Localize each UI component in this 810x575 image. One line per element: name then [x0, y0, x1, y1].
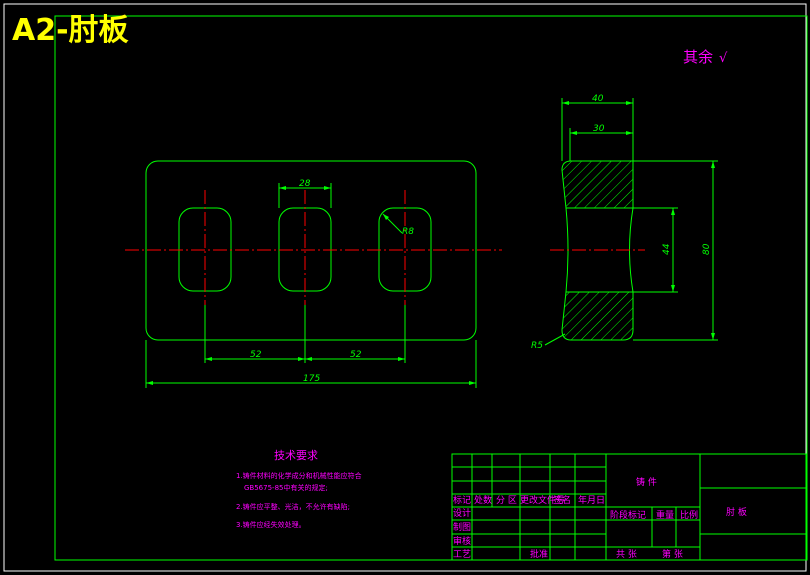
outer-frame	[3, 3, 807, 572]
drawing-title: A2-肘板	[12, 13, 129, 48]
tb-material: 铸 件	[636, 476, 657, 488]
tb-approve: 批准	[530, 548, 548, 560]
tb-scale: 比例	[680, 509, 698, 521]
tech-item-3: 3.铸件应经失效处理。	[236, 520, 306, 529]
dim-overall-length: 175	[303, 374, 320, 384]
dim-radius: R8	[402, 227, 414, 237]
title-block	[451, 453, 807, 561]
tb-header-zone: 分 区	[496, 495, 517, 506]
side-dimensions	[544, 98, 718, 346]
tb-row-draw: 制图	[453, 521, 471, 533]
dim-height: 80	[702, 243, 712, 255]
side-hatch-bottom	[561, 291, 634, 341]
surface-finish-icon: √	[719, 51, 728, 66]
dim-top-inner: 30	[593, 124, 605, 134]
dim-waist: 44	[662, 243, 672, 255]
inner-border	[54, 15, 808, 561]
dim-bottom-radius: R5	[531, 341, 543, 351]
front-dimensions	[145, 183, 477, 388]
tb-header-date: 年月日	[578, 494, 605, 506]
dim-spacing-left: 52	[250, 350, 262, 360]
tb-header-count: 处数	[474, 494, 492, 506]
dim-spacing-right: 52	[350, 350, 362, 360]
tb-header-sign: 签名	[553, 494, 571, 506]
tb-row-process: 工艺	[453, 549, 471, 560]
front-arrows	[146, 186, 476, 385]
tech-item-1b: GB5675-85中有关的规定;	[244, 483, 328, 492]
side-view	[561, 160, 634, 341]
tb-row-check: 审核	[453, 535, 471, 547]
tech-heading: 技术要求	[274, 449, 318, 462]
side-hatch-top	[561, 160, 634, 209]
tech-item-2: 2.铸件应平整、光洁，不允许有缺陷;	[236, 502, 350, 511]
tech-item-1: 1.铸件材料的化学成分和机械性能应符合	[236, 471, 362, 480]
tb-header-mark: 标记	[453, 494, 471, 506]
tb-sheet-no: 第 张	[662, 548, 683, 560]
surface-note: 其余	[683, 48, 713, 66]
dim-slot-width: 28	[299, 179, 311, 189]
tb-weight: 重量	[656, 509, 674, 521]
center-lines-front	[125, 190, 502, 305]
tb-row-design: 设计	[453, 507, 471, 519]
side-arrows	[562, 101, 715, 340]
dim-top-outer: 40	[592, 94, 604, 104]
tb-total-sheets: 共 张	[616, 549, 637, 560]
tb-header-file: 更改文件号	[520, 494, 565, 506]
tb-stage: 阶段标记	[610, 509, 646, 521]
tb-part-name: 肘 板	[726, 506, 747, 518]
plate-outline	[145, 160, 477, 341]
